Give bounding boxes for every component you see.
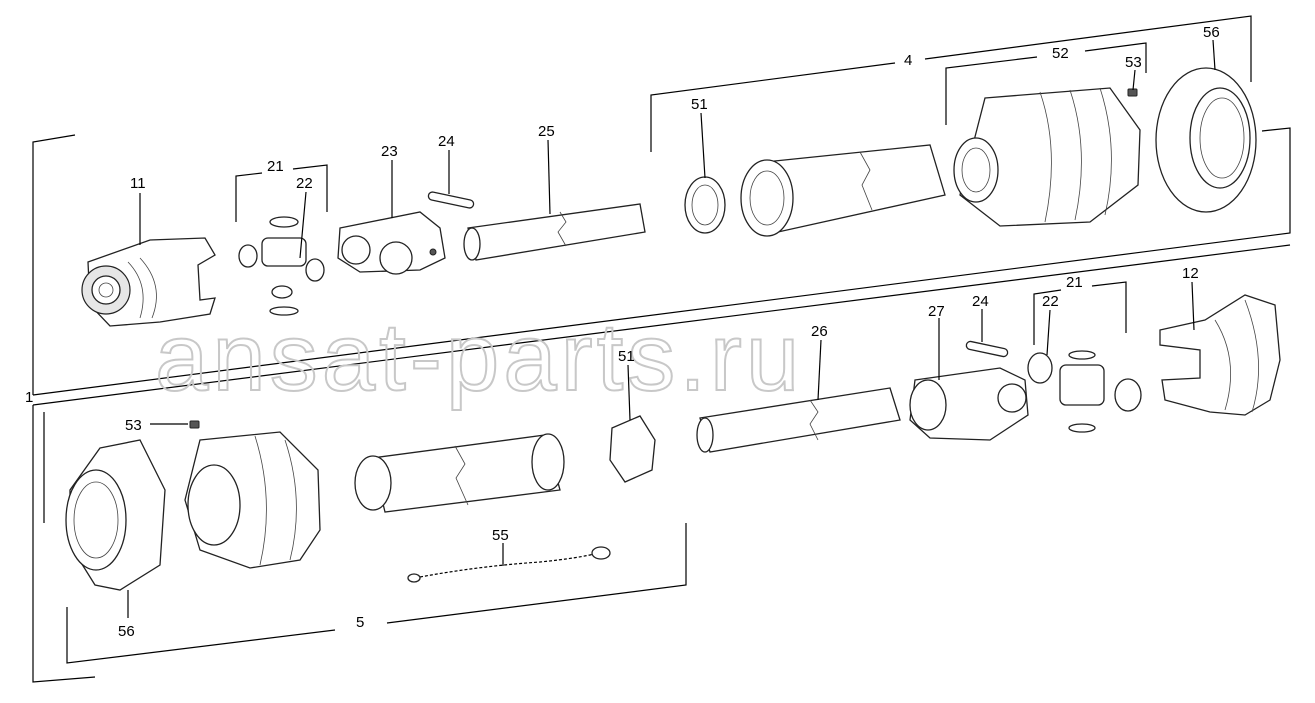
part-51-bearing-ring xyxy=(684,176,726,234)
part-12-outer-yoke xyxy=(1159,294,1281,416)
label-51-upper: 51 xyxy=(691,96,708,113)
part-25-inner-tube xyxy=(463,203,646,261)
label-56-upper: 56 xyxy=(1203,24,1220,41)
label-21-lower: 21 xyxy=(1066,274,1083,291)
assembly-frame-lines xyxy=(32,15,1291,683)
label-21-upper: 21 xyxy=(267,158,284,175)
label-4: 4 xyxy=(904,52,912,69)
label-26: 26 xyxy=(811,323,828,340)
label-27: 27 xyxy=(928,303,945,320)
label-22-lower: 22 xyxy=(1042,293,1059,310)
label-53-upper: 53 xyxy=(1125,54,1142,71)
label-23: 23 xyxy=(381,143,398,160)
part-guard-cone-lower xyxy=(184,431,321,569)
part-21-cross-journal-lower xyxy=(1027,350,1142,433)
label-55: 55 xyxy=(492,527,509,544)
label-25: 25 xyxy=(538,123,555,140)
part-outer-tube-upper xyxy=(740,144,946,237)
part-53-screw-lower xyxy=(189,420,200,429)
part-26-inner-tube xyxy=(696,387,901,453)
part-56-guard-cap-lower xyxy=(65,439,166,591)
label-1: 1 xyxy=(25,389,33,406)
label-51-lower: 51 xyxy=(618,348,635,365)
label-12: 12 xyxy=(1182,265,1199,282)
part-53-screw xyxy=(1127,88,1138,97)
part-24-pin-lower xyxy=(965,340,1009,358)
part-27-inner-yoke xyxy=(909,367,1029,441)
label-11: 11 xyxy=(130,175,146,192)
callout-labels: 1 4 5 11 12 21 21 22 22 23 24 24 25 26 2… xyxy=(25,24,1220,640)
watermark-text: ansat-parts.ru xyxy=(155,304,803,411)
leader-lines xyxy=(127,39,1216,618)
label-24-lower: 24 xyxy=(972,293,989,310)
label-5: 5 xyxy=(356,614,364,631)
part-23-inner-yoke xyxy=(337,211,446,275)
part-55-safety-chain xyxy=(407,546,611,583)
part-outer-tube-lower xyxy=(354,433,565,513)
label-56-lower: 56 xyxy=(118,623,135,640)
part-11-yoke xyxy=(81,237,216,327)
label-22-upper: 22 xyxy=(296,175,313,192)
part-24-pin xyxy=(427,191,475,209)
label-53-lower: 53 xyxy=(125,417,142,434)
part-52-guard-cone xyxy=(953,87,1141,227)
part-56-guard-cap xyxy=(1155,67,1257,213)
part-21-cross-journal xyxy=(238,216,325,316)
part-51-bearing-ring-lower xyxy=(609,415,656,483)
label-24-upper: 24 xyxy=(438,133,455,150)
label-52: 52 xyxy=(1052,45,1069,62)
